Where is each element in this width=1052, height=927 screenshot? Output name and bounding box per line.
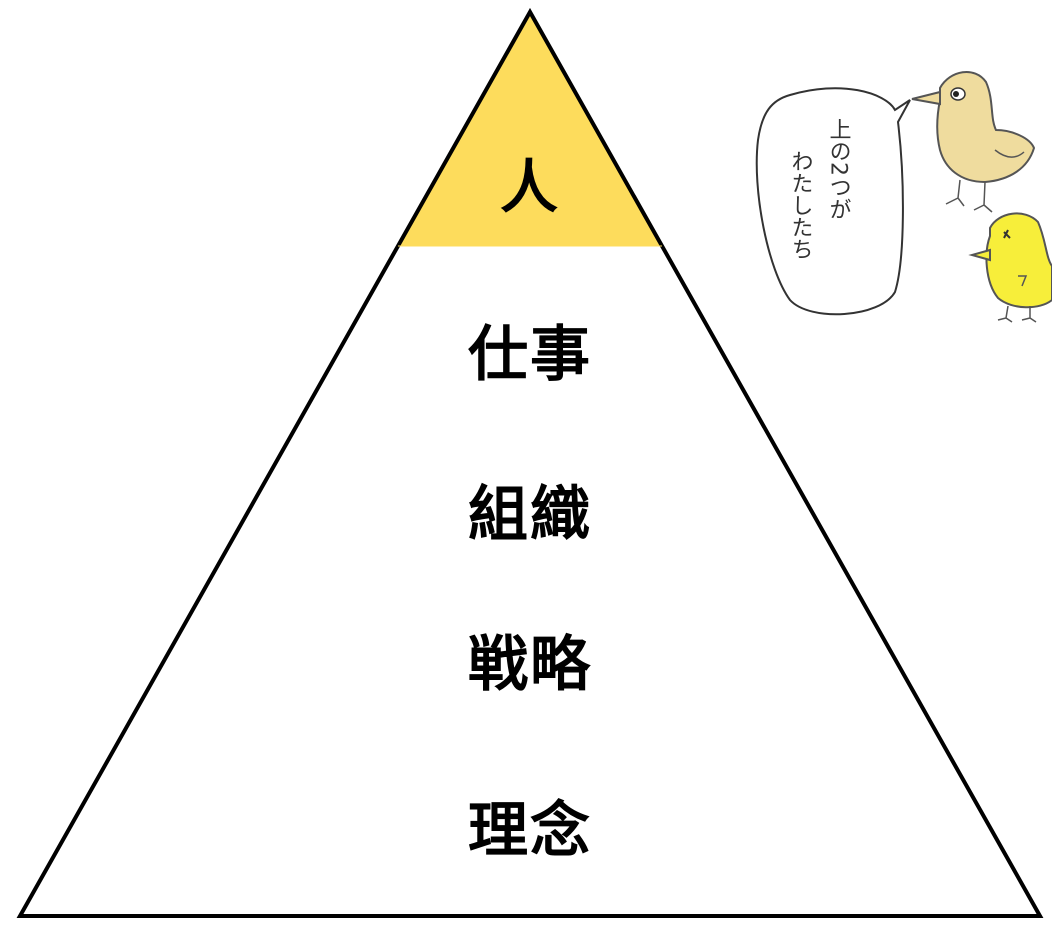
- pyramid-level-philosophy: 理念: [468, 796, 592, 866]
- speech-bubble: 上の2つが わたしたち: [755, 87, 911, 316]
- bubble-text-line1: 上の2つが: [826, 118, 851, 220]
- pyramid-level-work: 仕事: [468, 320, 592, 390]
- pyramid-level-people: 人: [499, 153, 560, 221]
- yellow-chick-icon: [968, 212, 1052, 323]
- beige-chick-icon: [911, 70, 1036, 213]
- pyramid-apex-fill: [398, 12, 662, 246]
- bubble-text-line2: わたしたち: [788, 150, 813, 260]
- pyramid-outline: [16, 7, 1044, 918]
- pyramid-level-strategy: 戦略: [468, 630, 592, 700]
- speech-bubble-outline: [755, 87, 911, 316]
- pyramid-level-organization: 組織: [468, 480, 592, 550]
